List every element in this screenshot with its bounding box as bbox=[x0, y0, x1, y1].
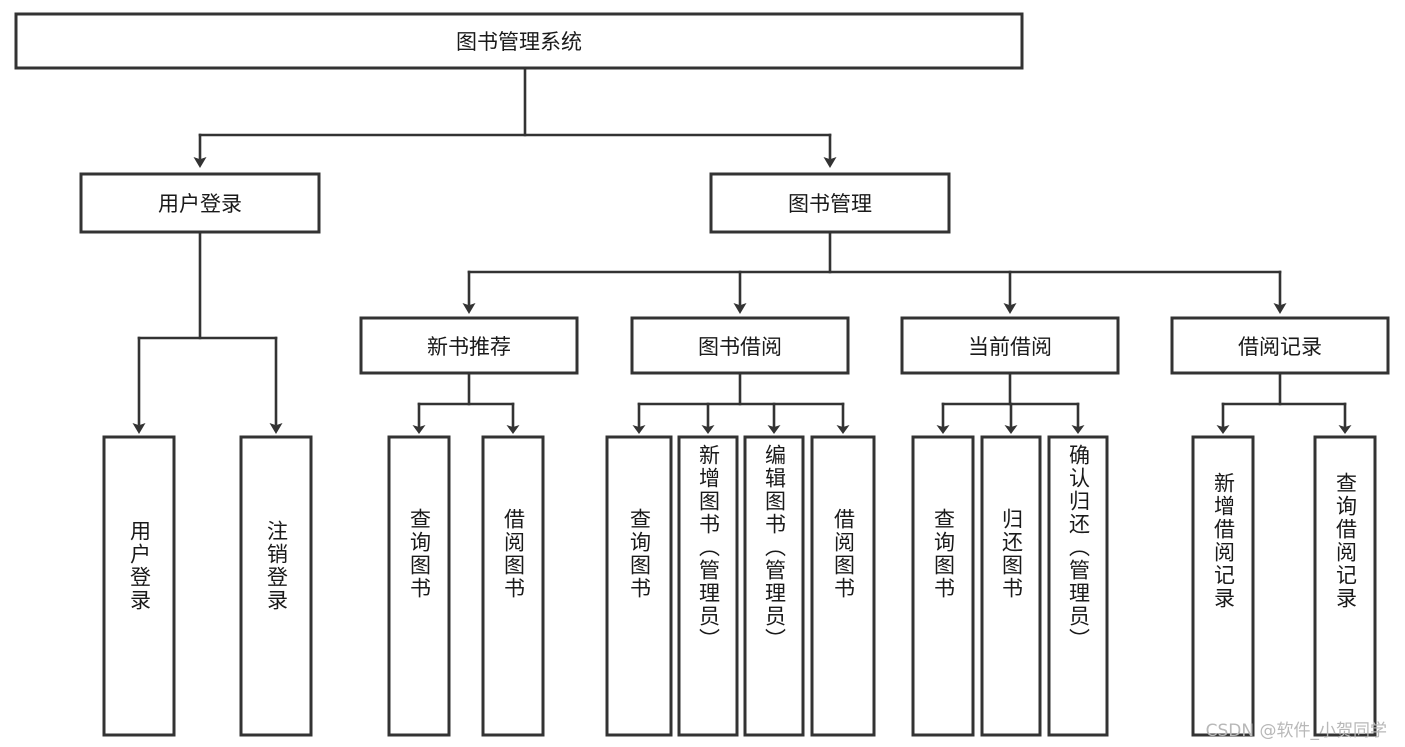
leaf-query-book-1-box[interactable] bbox=[387, 435, 451, 737]
leaf-add-record-box[interactable] bbox=[1191, 435, 1255, 737]
node-borrow-records-box[interactable] bbox=[1170, 316, 1390, 375]
node-user-login-box[interactable] bbox=[79, 172, 321, 234]
leaf-logout-box[interactable] bbox=[239, 435, 313, 737]
node-book-management-box[interactable] bbox=[709, 172, 951, 234]
leaf-return-book-box[interactable] bbox=[980, 435, 1042, 737]
node-current-borrow-box[interactable] bbox=[900, 316, 1120, 375]
leaf-user-login-box[interactable] bbox=[102, 435, 176, 737]
leaf-query-record-box[interactable] bbox=[1313, 435, 1377, 737]
leaf-borrow-book-1-box[interactable] bbox=[481, 435, 545, 737]
leaf-edit-book-box[interactable] bbox=[743, 435, 805, 737]
node-root-box[interactable] bbox=[14, 12, 1024, 70]
leaf-query-book-3-box[interactable] bbox=[911, 435, 975, 737]
leaf-query-book-2-box[interactable] bbox=[605, 435, 673, 737]
leaf-add-book-box[interactable] bbox=[677, 435, 739, 737]
leaf-borrow-book-2-box[interactable] bbox=[810, 435, 876, 737]
leaf-confirm-return-box[interactable] bbox=[1047, 435, 1109, 737]
node-new-book-recommend-box[interactable] bbox=[359, 316, 579, 375]
node-book-borrow-box[interactable] bbox=[630, 316, 850, 375]
